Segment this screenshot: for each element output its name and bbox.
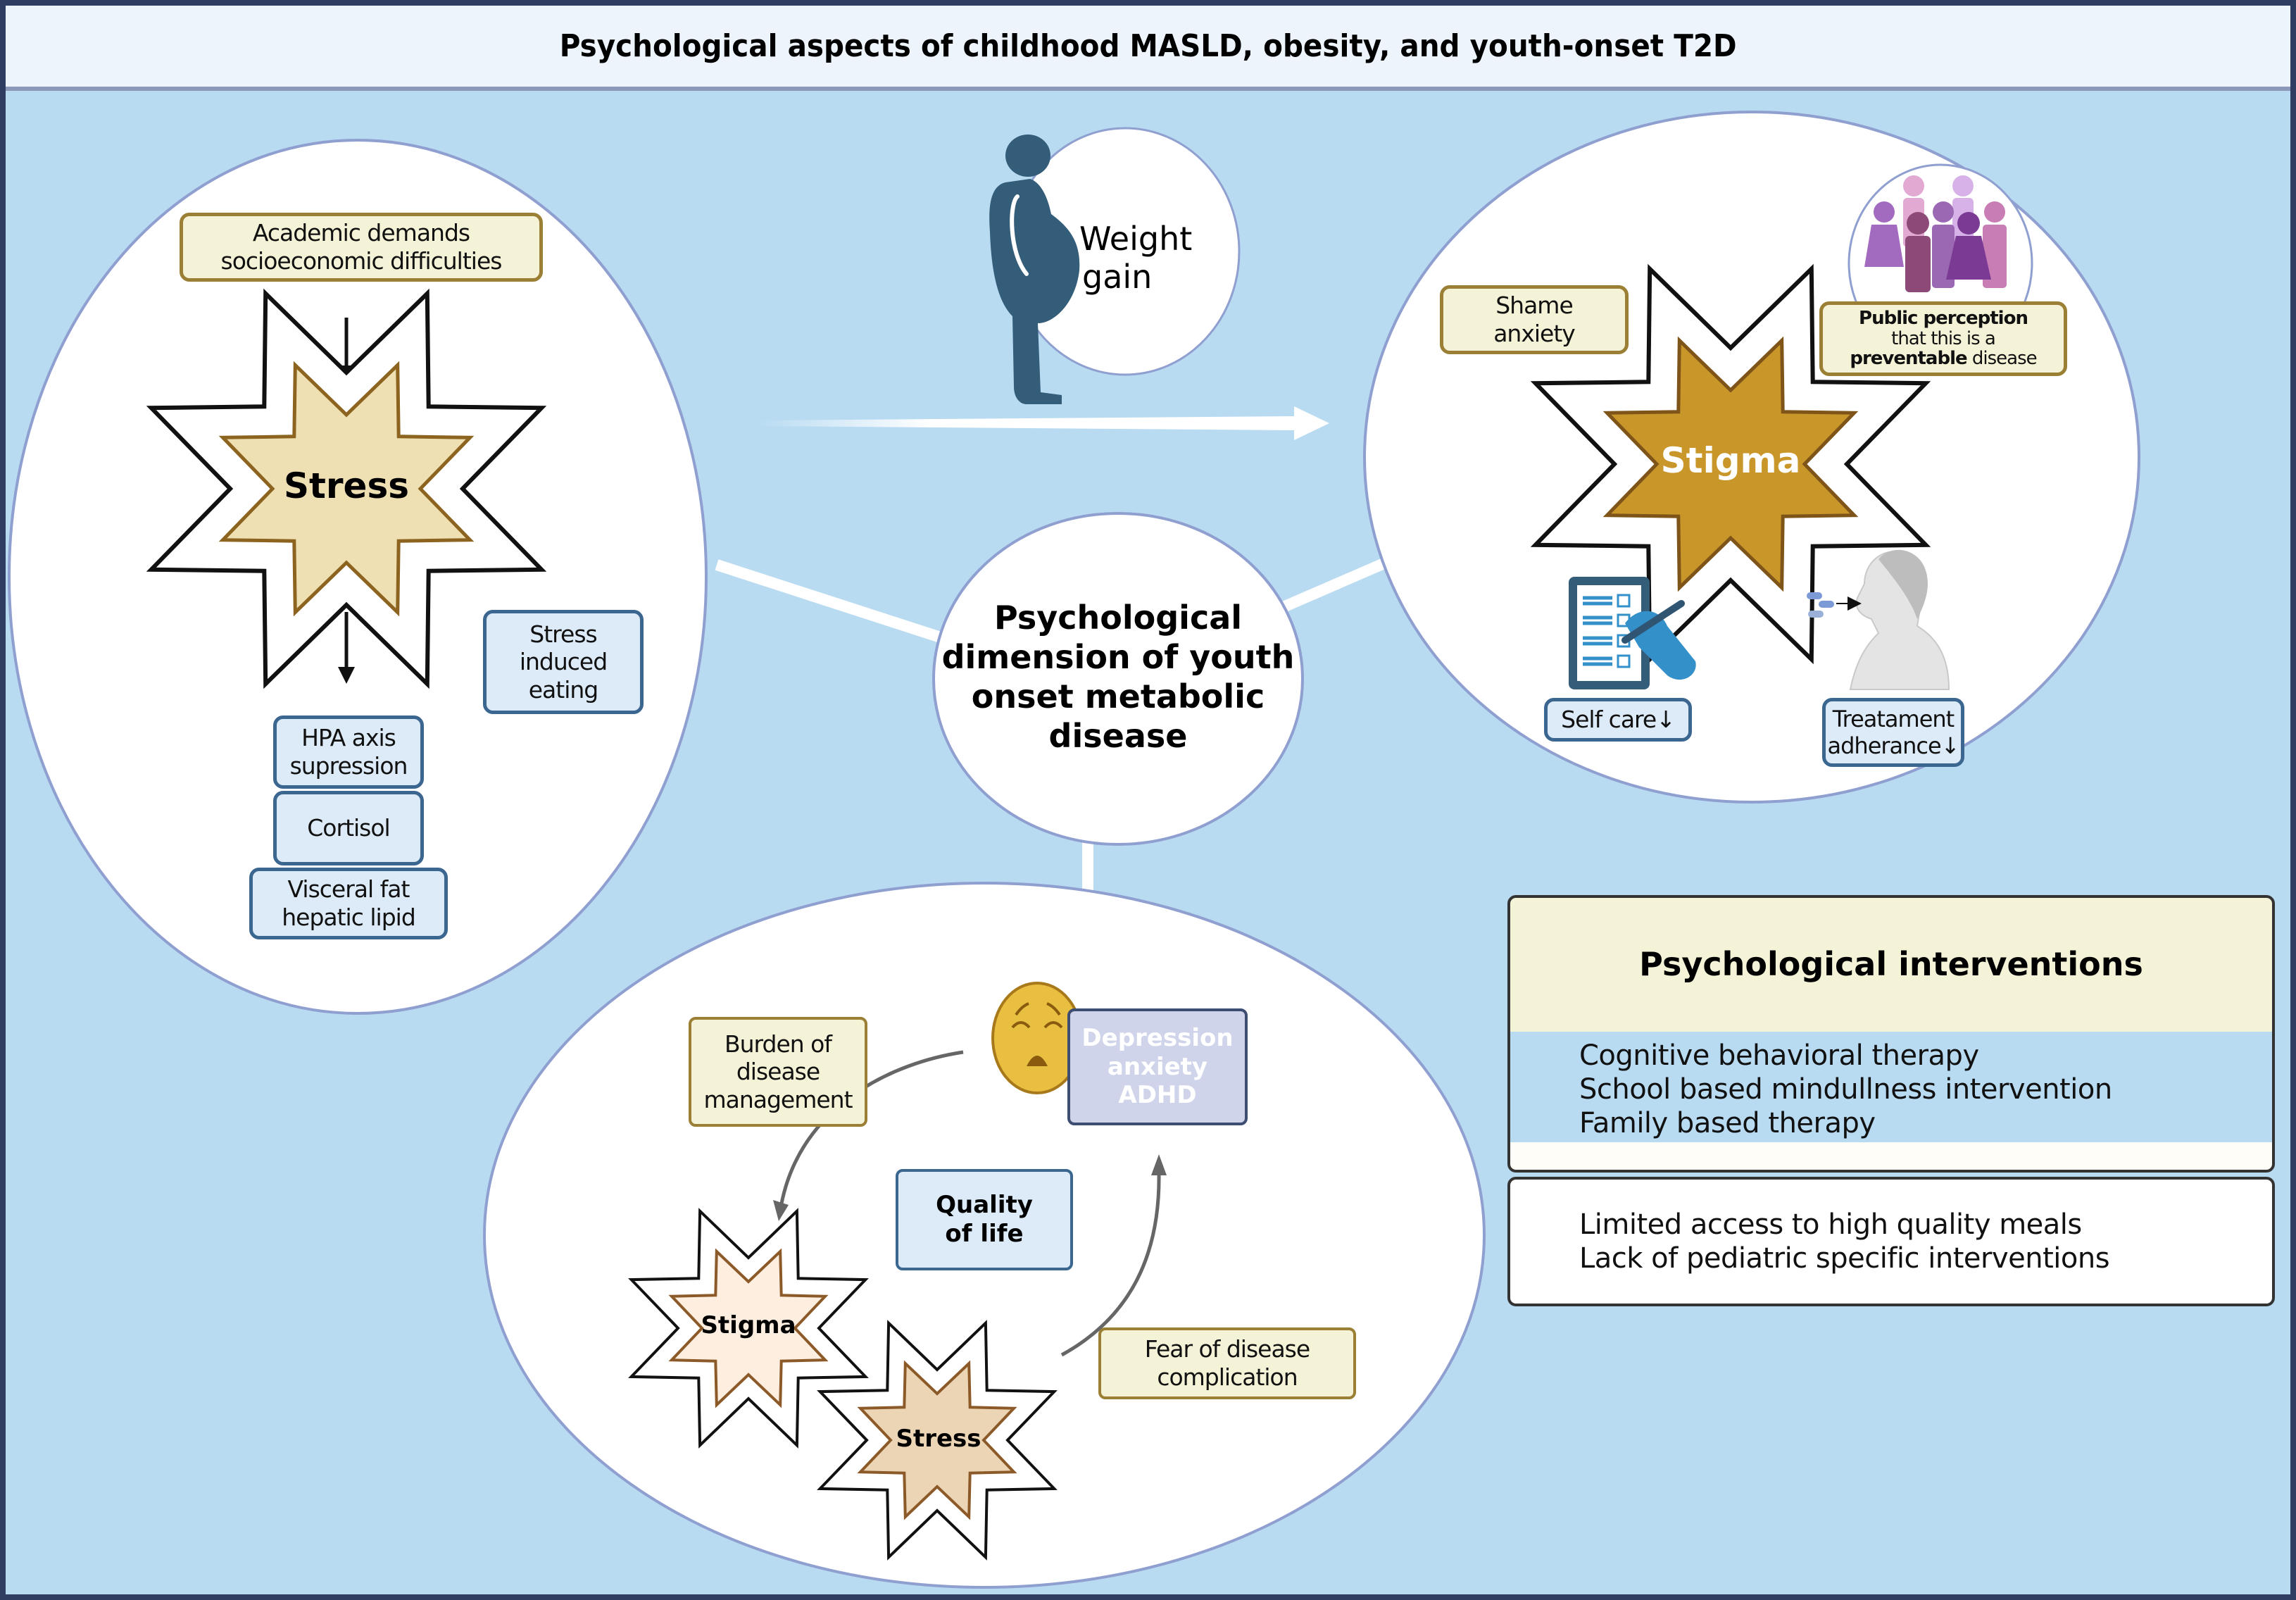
stressors-box: Academic demands socioeconomic difficult… [180, 213, 543, 282]
bottom-stress-label: Stress [896, 1425, 981, 1453]
quality-of-life-box: Quality of life [896, 1169, 1073, 1270]
shame-line2: anxiety [1493, 320, 1576, 347]
burden-box: Burden of disease management [689, 1017, 867, 1127]
barrier-item: Lack of pediatric specific interventions [1579, 1242, 2110, 1275]
progression-arrow [759, 406, 1329, 440]
depression-line1: Depression [1081, 1023, 1234, 1052]
public-perception-line3: preventable disease [1850, 348, 2038, 370]
stress-eating-line3: eating [528, 675, 599, 704]
treatment-line1: Treatament [1832, 705, 1955, 732]
treatment-adherence-box: Treatament adherance↓ [1822, 698, 1964, 767]
obese-person-icon [989, 135, 1080, 404]
stressor-line2: socioeconomic difficulties [220, 247, 503, 275]
shame-line1: Shame [1495, 292, 1574, 320]
header-bar: Psychological aspects of childhood MASLD… [6, 6, 2290, 91]
center-circle [932, 512, 1304, 846]
stressor-line1: Academic demands [252, 219, 470, 247]
barriers-list: Limited access to high quality meals Lac… [1579, 1208, 2110, 1275]
stress-eating-box: Stress induced eating [483, 610, 644, 714]
quality-line2: of life [945, 1220, 1024, 1248]
weight-gain-label: Weight gain [1079, 220, 1193, 296]
hpa-axis-box: HPA axis supression [273, 715, 424, 789]
interventions-title: Psychological interventions [1639, 945, 2143, 984]
shame-anxiety-box: Shame anxiety [1440, 285, 1629, 354]
public-perception-line2: that this is a [1891, 327, 1996, 349]
self-care-label: Self care↓ [1561, 706, 1676, 734]
intervention-item: Family based therapy [1579, 1107, 1876, 1139]
cycle-arrow-right [1060, 1171, 1161, 1357]
connector-left [715, 559, 951, 646]
frame-bottom [0, 1594, 2296, 1600]
page-title: Psychological aspects of childhood MASLD… [559, 28, 1737, 64]
diagram-stage: Weight gain Academic demands socioeconom… [6, 91, 2290, 1594]
bottom-stress-star-inner [857, 1360, 1017, 1520]
fear-line2: complication [1157, 1363, 1298, 1391]
pills-person-icon [1807, 549, 1950, 690]
quality-line1: Quality [936, 1191, 1033, 1220]
intervention-item: Cognitive behavioral therapy [1579, 1039, 1979, 1072]
checklist-icon [1569, 577, 1696, 689]
interventions-list: Cognitive behavioral therapy School base… [1579, 1039, 2112, 1140]
self-care-box: Self care↓ [1544, 698, 1692, 742]
cycle-arrow-right-head [1151, 1154, 1167, 1175]
interventions-list-box: Cognitive behavioral therapy School base… [1507, 1032, 2275, 1173]
stigma-star-inner [1602, 336, 1859, 592]
depression-line2: anxiety [1107, 1052, 1208, 1081]
burden-line1: Burden of [724, 1030, 832, 1058]
treatment-line2: adherance↓ [1827, 732, 1959, 759]
visceral-fat-box: Visceral fat hepatic lipid [249, 868, 448, 939]
bottom-stigma-star-inner [668, 1248, 829, 1408]
public-perception-box: Public perception that this is a prevent… [1819, 301, 2067, 376]
visceral-line1: Visceral fat [287, 875, 410, 904]
hpa-line2: supression [289, 752, 408, 780]
interventions-title-box: Psychological interventions [1507, 895, 2275, 1035]
visceral-line2: hepatic lipid [282, 904, 416, 931]
weight-gain-line2: gain [1082, 258, 1153, 296]
preventable-word: preventable [1850, 348, 1967, 370]
stress-eating-line2: induced [519, 648, 608, 676]
barrier-item: Limited access to high quality meals [1579, 1208, 2082, 1241]
fear-line1: Fear of disease [1144, 1335, 1310, 1363]
weight-gain-line1: Weight [1079, 220, 1193, 258]
stress-star-inner [218, 361, 475, 617]
cycle-arrow-left-head [773, 1200, 789, 1221]
stress-star-label: Stress [283, 465, 409, 506]
stigma-star-label: Stigma [1660, 440, 1801, 481]
people-group-icon [1864, 175, 2007, 292]
center-title: Psychological dimension of youth onset m… [941, 599, 1295, 755]
burden-line2: disease [736, 1058, 820, 1086]
depression-line3: ADHD [1118, 1081, 1197, 1110]
cortisol-box: Cortisol [273, 791, 424, 865]
fear-complication-box: Fear of disease complication [1098, 1327, 1356, 1399]
connector-right [1277, 557, 1388, 614]
arrow-head-from-stress [338, 667, 355, 684]
hpa-line1: HPA axis [301, 724, 396, 752]
cortisol-label: Cortisol [307, 814, 390, 842]
burden-line3: management [703, 1085, 853, 1113]
intervention-item: School based mindullness intervention [1579, 1073, 2112, 1106]
disease-word: disease [1966, 348, 2038, 370]
depression-box: Depression anxiety ADHD [1067, 1008, 1248, 1125]
barriers-box: Limited access to high quality meals Lac… [1507, 1177, 2275, 1306]
stress-eating-line1: Stress [529, 620, 597, 648]
interventions-panel: Psychological interventions Cognitive be… [1507, 895, 2275, 1306]
bottom-stigma-label: Stigma [701, 1311, 796, 1339]
public-perception-heading: Public perception [1859, 308, 2028, 330]
